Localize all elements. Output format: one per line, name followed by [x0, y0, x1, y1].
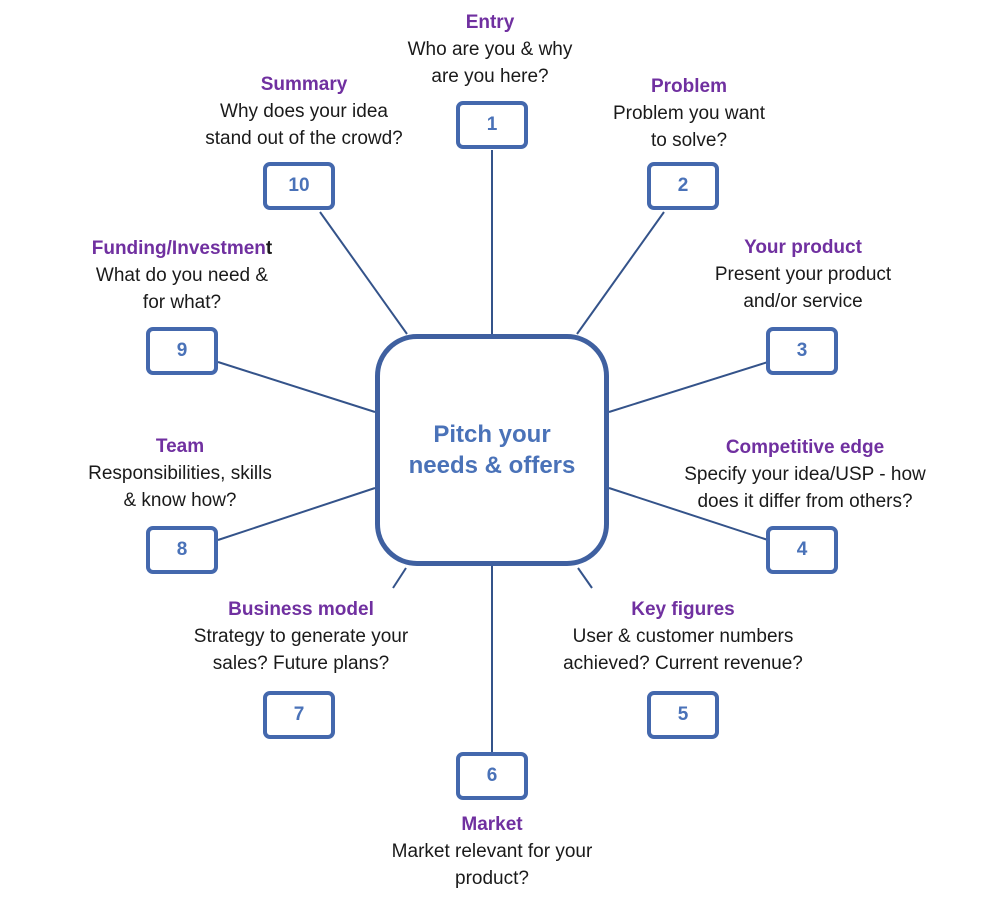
center-line-2: needs & offers: [408, 452, 576, 479]
connector-5: [577, 567, 593, 589]
node-6-text: Market Market relevant for your product?: [342, 811, 642, 892]
connector-8: [217, 487, 376, 541]
connector-3: [608, 361, 769, 413]
node-10-text: Summary Why does your idea stand out of …: [154, 71, 454, 152]
node-7-title: Business model: [228, 599, 374, 620]
node-4-number: 4: [766, 526, 838, 574]
node-8-desc-line-1: Responsibilities, skills: [88, 463, 272, 484]
connector-7: [392, 567, 407, 589]
connector-9: [217, 361, 376, 413]
node-2-desc-line-2: to solve?: [650, 130, 728, 151]
node-5-text: Key figures User & customer numbers achi…: [523, 596, 843, 677]
node-5-desc-line-2: achieved? Current revenue?: [563, 653, 803, 674]
node-7-number: 7: [263, 691, 335, 739]
connector-4: [608, 487, 769, 541]
node-6-desc-line-2: product?: [455, 868, 529, 889]
center-node: Pitch your needs & offers: [375, 334, 609, 566]
node-4-text: Competitive edge Specify your idea/USP -…: [635, 434, 975, 515]
node-8-number: 8: [146, 526, 218, 574]
connector-2: [576, 211, 665, 335]
node-3-title: Your product: [744, 237, 862, 258]
node-1-desc-line-1: Who are you & why: [407, 39, 573, 60]
node-3-desc-line-2: and/or service: [743, 291, 863, 312]
node-1-desc-line-2: are you here?: [431, 66, 549, 87]
node-8-text: Team Responsibilities, skills & know how…: [40, 433, 320, 514]
node-5-title: Key figures: [631, 599, 735, 620]
node-1-text: Entry Who are you & why are you here?: [340, 9, 640, 90]
node-9-title: Funding/Investmen: [91, 238, 266, 259]
node-7-text: Business model Strategy to generate your…: [151, 596, 451, 677]
node-1-number: 1: [456, 101, 528, 149]
node-3-text: Your product Present your product and/or…: [643, 234, 963, 315]
node-9-title-wrap: Funding/Investment: [42, 235, 322, 262]
node-7-desc-line-1: Strategy to generate your: [193, 626, 409, 647]
node-2-text: Problem Problem you want to solve?: [539, 73, 839, 154]
node-4-desc-line-1: Specify your idea/USP - how: [684, 464, 926, 485]
node-6-title: Market: [461, 814, 523, 835]
node-9-text: Funding/Investment What do you need & fo…: [42, 235, 322, 316]
node-10-title: Summary: [260, 74, 348, 95]
node-8-title: Team: [155, 436, 205, 457]
node-10-number: 10: [263, 162, 335, 210]
node-1-title: Entry: [465, 12, 515, 33]
node-3-desc-line-1: Present your product: [714, 264, 892, 285]
node-9-desc-line-1: What do you need &: [95, 265, 269, 286]
node-4-title: Competitive edge: [725, 437, 885, 458]
center-line-1: Pitch your: [433, 421, 551, 448]
node-5-number: 5: [647, 691, 719, 739]
node-6-number: 6: [456, 752, 528, 800]
node-7-desc-line-2: sales? Future plans?: [212, 653, 390, 674]
node-2-desc-line-1: Problem you want: [612, 103, 766, 124]
node-9-desc-line-2: for what?: [142, 292, 222, 313]
connector-10: [319, 211, 408, 335]
node-9-title-tail: t: [265, 238, 273, 259]
node-4-desc-line-2: does it differ from others?: [697, 491, 913, 512]
node-6-desc-line-1: Market relevant for your: [391, 841, 593, 862]
node-2-number: 2: [647, 162, 719, 210]
node-2-title: Problem: [650, 76, 728, 97]
node-9-number: 9: [146, 327, 218, 375]
node-8-desc-line-2: & know how?: [123, 490, 237, 511]
node-3-number: 3: [766, 327, 838, 375]
node-10-desc-line-2: stand out of the crowd?: [205, 128, 403, 149]
node-5-desc-line-1: User & customer numbers: [572, 626, 794, 647]
node-10-desc-line-1: Why does your idea: [220, 101, 388, 122]
